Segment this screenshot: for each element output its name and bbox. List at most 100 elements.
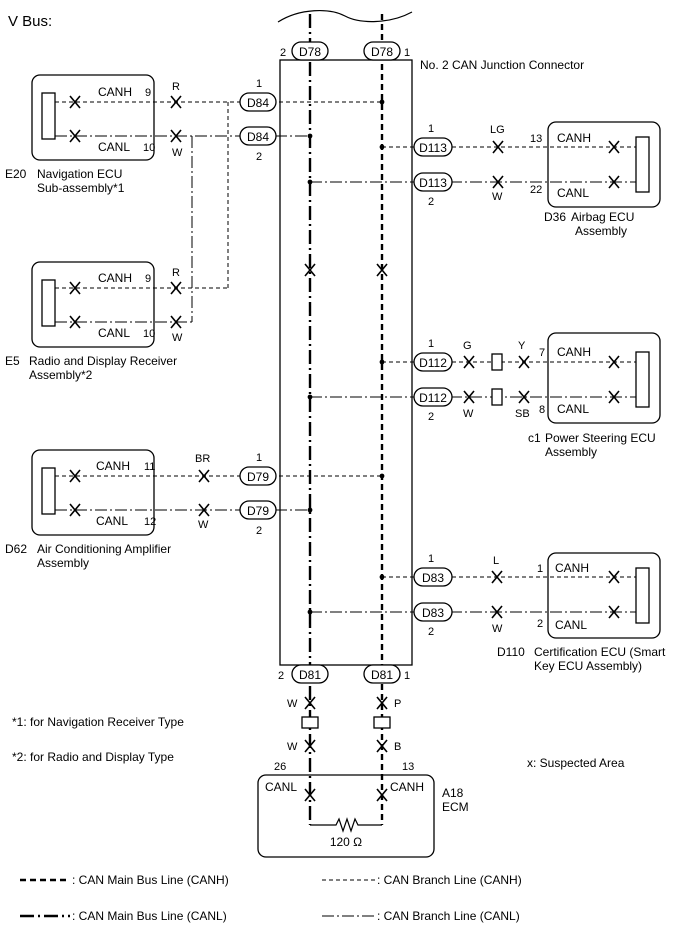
svg-text:c1: c1 [528, 431, 541, 445]
svg-text:Radio and Display Receiver: Radio and Display Receiver [29, 354, 177, 368]
connector-d113-h: D113 1 [413, 123, 453, 157]
svg-text:2: 2 [428, 411, 434, 423]
legend-branch-canh: : CAN Branch Line (CANH) [377, 873, 522, 887]
svg-text:Assembly: Assembly [37, 556, 89, 570]
svg-text:1: 1 [428, 123, 434, 135]
svg-text:CANH: CANH [98, 271, 132, 285]
svg-text:Assembly*2: Assembly*2 [29, 368, 93, 382]
svg-text:1: 1 [256, 452, 262, 464]
svg-text:D112: D112 [419, 356, 447, 370]
inline-connector [301, 716, 319, 729]
svg-text:G: G [463, 340, 472, 352]
svg-text:2: 2 [256, 525, 262, 537]
legend-branch-canl: : CAN Branch Line (CANL) [377, 909, 520, 923]
svg-text:1: 1 [428, 553, 434, 565]
svg-text:26: 26 [274, 761, 286, 773]
ac-amplifier: CANH CANL 11 12 D62 Air Conditioning Amp… [5, 449, 171, 570]
svg-text:2: 2 [256, 151, 262, 163]
radio-receiver: CANH CANL 9 10 E5 Radio and Display Rece… [5, 261, 177, 382]
svg-text:2: 2 [428, 626, 434, 638]
svg-text:13: 13 [530, 133, 542, 145]
svg-text:CANH: CANH [557, 345, 591, 359]
connector-d112-l: D112 2 [413, 387, 453, 423]
svg-text:CANH: CANH [390, 780, 424, 794]
svg-text:D83: D83 [422, 571, 444, 585]
svg-text:CANL: CANL [557, 186, 589, 200]
svg-text:D78: D78 [371, 45, 393, 59]
svg-text:CANL: CANL [557, 402, 589, 416]
navigation-ecu: CANH CANL 9 10 E20 Navigation ECU Sub-as… [5, 74, 155, 195]
svg-text:2: 2 [280, 47, 286, 59]
svg-text:D84: D84 [247, 96, 269, 110]
svg-text:8: 8 [539, 404, 545, 416]
svg-text:11: 11 [144, 461, 155, 473]
connector-d84-l: D84 2 [239, 126, 277, 163]
svg-text:D78: D78 [299, 45, 321, 59]
certification-ecu: CANH CANL 1 2 D110 Certification ECU (Sm… [497, 552, 666, 673]
svg-text:Assembly: Assembly [575, 224, 627, 238]
svg-text:W: W [492, 623, 503, 635]
junction-connector-name: No. 2 CAN Junction Connector [420, 58, 584, 72]
svg-text:P: P [394, 698, 401, 710]
svg-text:ECM: ECM [442, 800, 469, 814]
legend-main-canh: : CAN Main Bus Line (CANH) [72, 873, 229, 887]
svg-text:Y: Y [518, 340, 526, 352]
airbag-ecu: CANH CANL 13 22 D36 Airbag ECU Assembly [530, 121, 661, 238]
power-steering-ecu: CANH CANL 7 8 c1 Power Steering ECU Asse… [528, 332, 661, 459]
svg-text:120 Ω: 120 Ω [330, 835, 362, 849]
svg-text:1: 1 [256, 78, 262, 90]
svg-text:12: 12 [144, 516, 156, 528]
svg-text:W: W [287, 741, 298, 753]
svg-text:22: 22 [530, 184, 542, 196]
svg-text:Certification ECU (Smart: Certification ECU (Smart [534, 645, 666, 659]
connector-d79-l: D79 2 [239, 500, 277, 537]
terminating-resistor [310, 817, 382, 833]
connector-d81-right: D81 1 [363, 664, 410, 684]
ecm: CANL CANH 26 13 A18 ECM 120 Ω [257, 761, 469, 858]
svg-text:CANL: CANL [96, 514, 128, 528]
svg-text:1: 1 [537, 563, 543, 575]
svg-text:9: 9 [145, 87, 151, 99]
connector-d84-h: D84 1 [239, 78, 277, 112]
svg-text:CANL: CANL [555, 618, 587, 632]
svg-text:D83: D83 [422, 606, 444, 620]
svg-text:CANL: CANL [265, 780, 297, 794]
connector-d113-l: D113 2 [413, 172, 453, 208]
note-suspected: x: Suspected Area [527, 756, 625, 770]
svg-text:10: 10 [143, 142, 155, 154]
svg-text:B: B [394, 741, 401, 753]
svg-text:1: 1 [404, 670, 410, 682]
svg-text:CANL: CANL [98, 140, 130, 154]
svg-text:7: 7 [539, 347, 545, 359]
svg-text:10: 10 [143, 328, 155, 340]
svg-text:2: 2 [428, 196, 434, 208]
svg-text:D113: D113 [419, 141, 447, 155]
svg-text:E20: E20 [5, 167, 27, 181]
svg-text:W: W [463, 408, 474, 420]
svg-text:D81: D81 [371, 668, 393, 682]
svg-text:Sub-assembly*1: Sub-assembly*1 [37, 181, 125, 195]
svg-text:D113: D113 [419, 176, 447, 190]
svg-text:Assembly: Assembly [545, 445, 597, 459]
svg-text:CANH: CANH [96, 459, 130, 473]
svg-text:R: R [172, 81, 180, 93]
svg-text:W: W [172, 332, 183, 344]
svg-text:D112: D112 [419, 391, 447, 405]
svg-text:R: R [172, 267, 180, 279]
svg-text:W: W [172, 147, 183, 159]
connector-d79-h: D79 1 [239, 452, 277, 486]
svg-text:SB: SB [515, 408, 530, 420]
svg-text:Air Conditioning Amplifier: Air Conditioning Amplifier [37, 542, 171, 556]
svg-text:W: W [198, 519, 209, 531]
connector-d112-h: D112 1 [413, 338, 453, 372]
svg-text:CANH: CANH [555, 561, 589, 575]
svg-text:BR: BR [195, 453, 210, 465]
svg-text:Key ECU Assembly): Key ECU Assembly) [534, 659, 642, 673]
svg-text:D79: D79 [247, 470, 269, 484]
svg-text:13: 13 [402, 761, 414, 773]
svg-text:D79: D79 [247, 504, 269, 518]
svg-text:2: 2 [537, 618, 543, 630]
svg-text:E5: E5 [5, 354, 20, 368]
svg-text:D36: D36 [544, 210, 566, 224]
svg-text:W: W [492, 191, 503, 203]
